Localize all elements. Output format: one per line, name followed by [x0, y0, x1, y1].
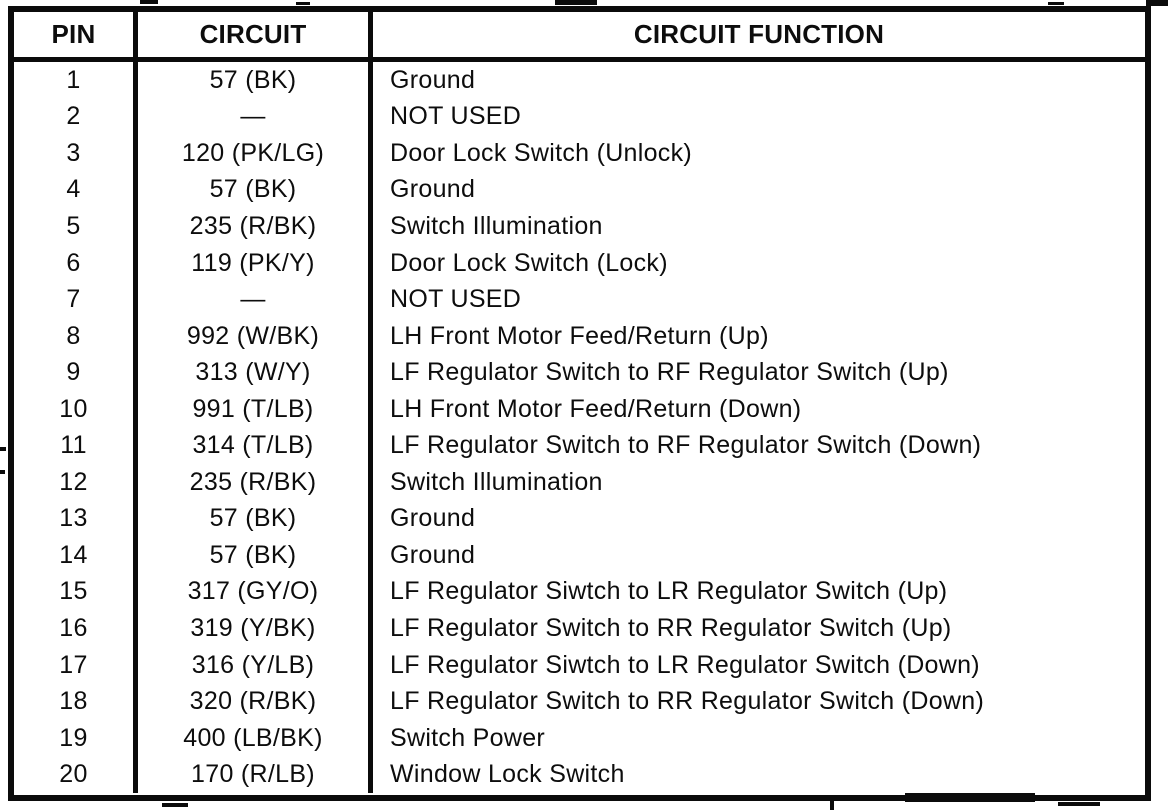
cell-circuit: 170 (R/LB) — [138, 756, 373, 793]
cell-circuit: 57 (BK) — [138, 171, 373, 209]
cell-pin: 13 — [14, 500, 138, 538]
cell-pin: 15 — [14, 573, 138, 611]
cell-circuit: 313 (W/Y) — [138, 354, 373, 391]
cell-pin: 2 — [14, 98, 138, 136]
table-row: 7— NOT USED — [14, 281, 1145, 318]
scan-artifact — [296, 2, 310, 5]
cell-circuit: 319 (Y/BK) — [138, 610, 373, 647]
cell-circuit: 57 (BK) — [138, 537, 373, 574]
cell-circuit-function: LF Regulator Siwtch to LR Regulator Swit… — [390, 577, 948, 606]
cell-pin: 18 — [14, 683, 138, 720]
cell-circuit: — — [138, 281, 373, 318]
scan-artifact — [1146, 0, 1168, 6]
cell-circuit-function: Ground — [390, 65, 476, 94]
cell-circuit-function: LF Regulator Switch to RR Regulator Swit… — [390, 613, 952, 642]
cell-pin: 3 — [14, 135, 138, 172]
cell-circuit-function: LF Regulator Siwtch to LR Regulator Swit… — [390, 650, 980, 679]
column-header-pin: PIN — [14, 12, 138, 57]
cell-circuit-function: LF Regulator Switch to RR Regulator Swit… — [390, 687, 985, 716]
scan-artifact — [1048, 2, 1064, 5]
cell-pin: 10 — [14, 390, 138, 428]
cell-circuit-function: NOT USED — [390, 102, 522, 131]
cell-circuit-function: LH Front Motor Feed/Return (Up) — [390, 321, 769, 350]
cell-circuit: 400 (LB/BK) — [138, 719, 373, 757]
cell-circuit: 320 (R/BK) — [138, 683, 373, 720]
cell-circuit: 235 (R/BK) — [138, 464, 373, 501]
scan-artifact — [905, 793, 1035, 802]
cell-circuit: 314 (T/LB) — [138, 427, 373, 465]
scan-artifact — [0, 470, 5, 474]
cell-circuit-function: Switch Illumination — [390, 467, 603, 496]
cell-circuit: 120 (PK/LG) — [138, 135, 373, 172]
cell-circuit-function: Ground — [390, 175, 476, 204]
scan-artifact — [162, 803, 188, 807]
table-row: 2— NOT USED — [14, 98, 1145, 136]
cell-pin: 9 — [14, 354, 138, 391]
cell-pin: 4 — [14, 171, 138, 209]
cell-circuit-function: Switch Power — [390, 723, 546, 752]
column-header-circuit-function: CIRCUIT FUNCTION — [633, 19, 885, 49]
cell-circuit-function: LF Regulator Switch to RF Regulator Swit… — [390, 431, 982, 460]
cell-pin: 6 — [14, 244, 138, 282]
cell-circuit-function: LF Regulator Switch to RF Regulator Swit… — [390, 358, 949, 387]
scan-artifact — [140, 0, 158, 4]
cell-pin: 16 — [14, 610, 138, 647]
cell-pin: 14 — [14, 537, 138, 574]
cell-circuit-function: LH Front Motor Feed/Return (Down) — [390, 394, 802, 423]
cell-circuit-function: Door Lock Switch (Unlock) — [390, 138, 693, 167]
cell-pin: 1 — [14, 62, 138, 99]
cell-pin: 7 — [14, 281, 138, 318]
cell-circuit-function: Ground — [390, 504, 476, 533]
scan-artifact — [1058, 802, 1100, 806]
cell-circuit-function: Switch Illumination — [390, 211, 603, 240]
cell-circuit: 235 (R/BK) — [138, 208, 373, 245]
cell-pin: 11 — [14, 427, 138, 465]
cell-circuit: 57 (BK) — [138, 62, 373, 99]
cell-circuit-function: Window Lock Switch — [390, 760, 625, 789]
cell-circuit: — — [138, 98, 373, 136]
cell-circuit: 317 (GY/O) — [138, 573, 373, 611]
cell-pin: 20 — [14, 756, 138, 793]
cell-circuit: 991 (T/LB) — [138, 390, 373, 428]
cell-circuit-function: Ground — [390, 540, 476, 569]
table-header-row: PIN CIRCUIT CIRCUIT FUNCTION — [14, 12, 1145, 62]
scan-artifact — [0, 447, 6, 451]
cell-pin: 5 — [14, 208, 138, 245]
column-header-circuit: CIRCUIT — [138, 12, 373, 57]
cell-pin: 8 — [14, 317, 138, 355]
cell-circuit-function: NOT USED — [390, 285, 522, 314]
cell-circuit: 316 (Y/LB) — [138, 646, 373, 684]
scan-artifact — [555, 0, 597, 5]
cell-circuit: 119 (PK/Y) — [138, 244, 373, 282]
cell-pin: 12 — [14, 464, 138, 501]
cell-circuit-function: Door Lock Switch (Lock) — [390, 248, 668, 277]
scan-artifact — [830, 799, 834, 810]
cell-circuit: 992 (W/BK) — [138, 317, 373, 355]
cell-pin: 19 — [14, 719, 138, 757]
cell-pin: 17 — [14, 646, 138, 684]
cell-circuit: 57 (BK) — [138, 500, 373, 538]
